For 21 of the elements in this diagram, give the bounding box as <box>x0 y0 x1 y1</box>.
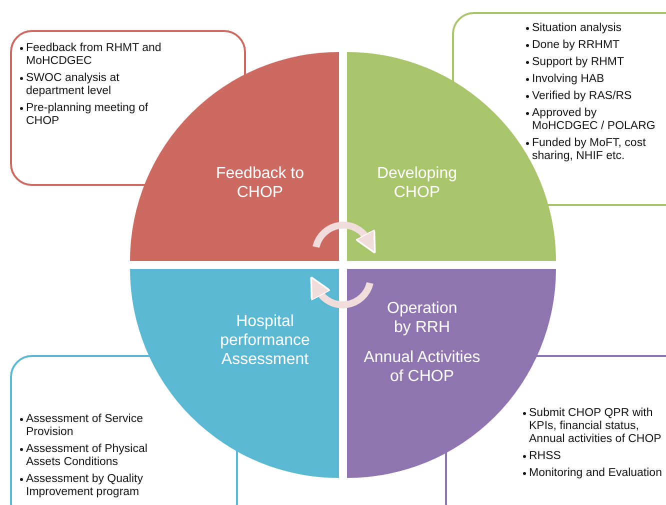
bullet-text: Support by RHMT <box>532 56 624 68</box>
bullet-text: RHSS <box>529 450 561 462</box>
bullet-text: Approved by MoHCDGEC / POLARG <box>532 107 656 132</box>
bullet-text: Assessment of Service Provision <box>26 413 143 438</box>
bullet-text: Situation analysis <box>532 22 622 34</box>
bullet-text: Verified by RAS/RS <box>532 90 632 102</box>
bullet-text: Done by RRHMT <box>532 39 620 51</box>
segment-title: Annual Activities of CHOP <box>362 348 482 386</box>
bullet-text: Assessment by Quality Improvement program <box>26 473 143 498</box>
segment-title: Feedback to CHOP <box>214 164 306 202</box>
segment-title: Operation by RRH <box>387 299 457 337</box>
bullet-text: Monitoring and Evaluation <box>529 467 662 479</box>
bullet-text: Feedback from RHMT and MoHCDGEC <box>26 42 162 67</box>
bullet-text: Submit CHOP QPR with KPIs, financial status, Annual activities of CHOP <box>529 407 662 445</box>
bullet-text: Assessment of Physical Assets Conditions <box>26 443 148 468</box>
bullet-text: Involving HAB <box>532 73 604 85</box>
bullet-text: SWOC analysis at department level <box>26 72 120 97</box>
segment-title: Hospital performance Assessment <box>219 312 311 369</box>
bullet-text: Pre-planning meeting of CHOP <box>26 102 148 127</box>
bullet-text: Funded by MoFT, cost sharing, NHIF etc. <box>532 137 646 162</box>
segment-title: Developing CHOP <box>376 164 458 202</box>
